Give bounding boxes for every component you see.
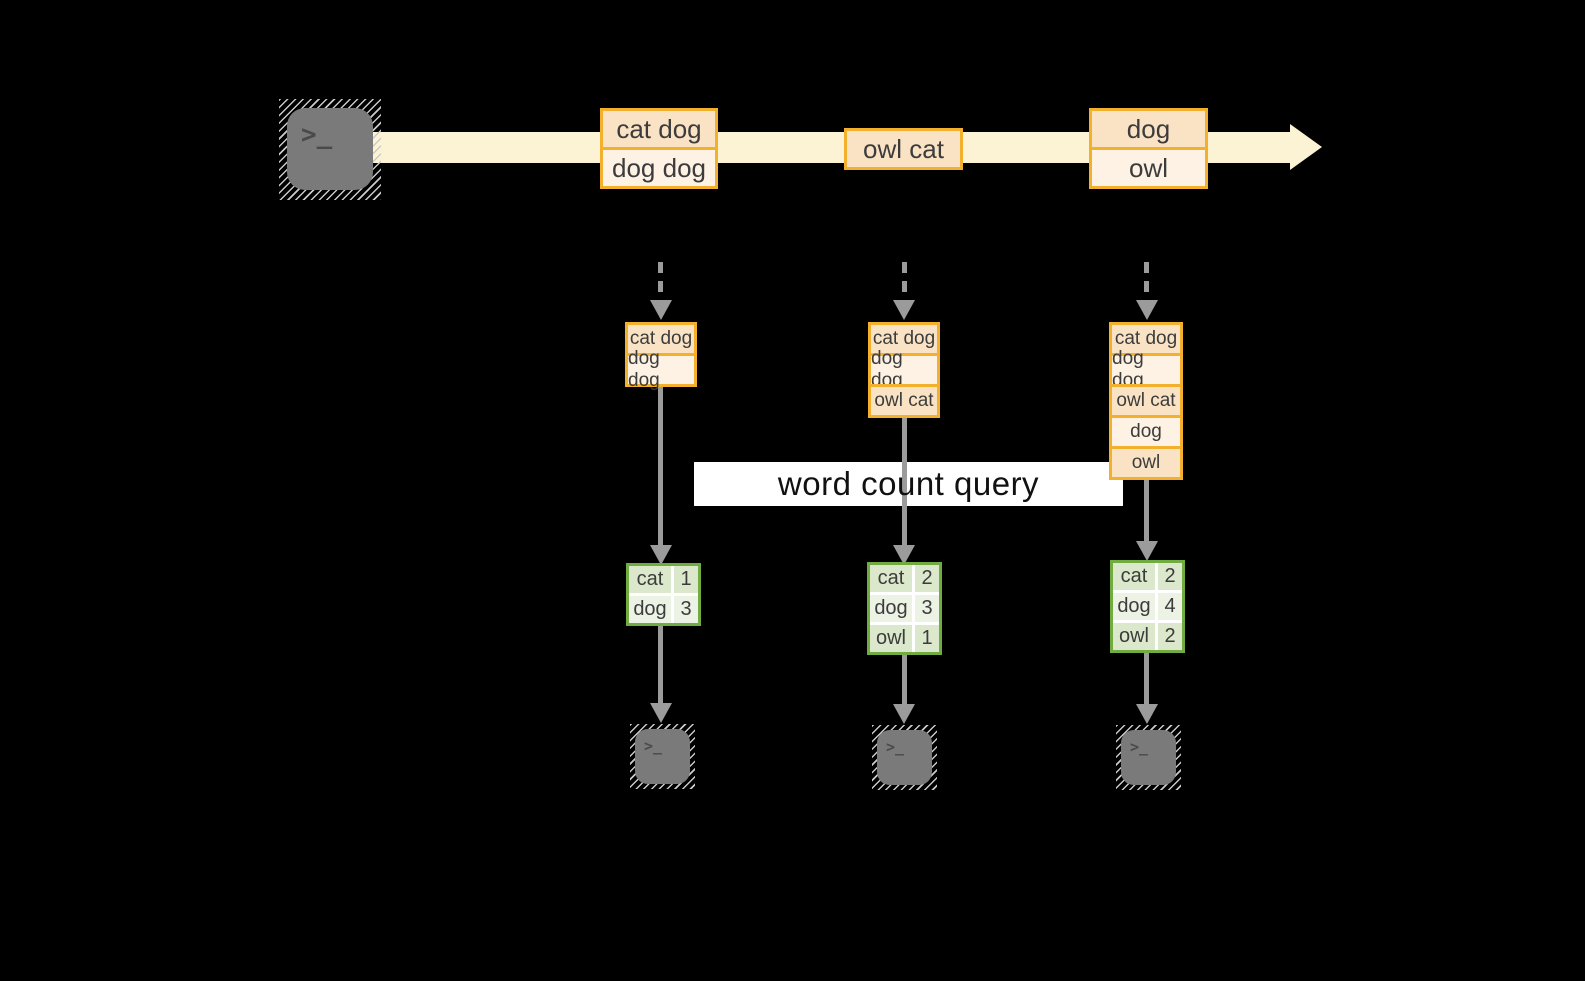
count-word-cell: cat xyxy=(1113,563,1155,590)
batch-item: owl cat xyxy=(847,131,960,167)
dashed-arrow-shaft xyxy=(658,262,663,302)
count-value-cell: 4 xyxy=(1158,593,1182,620)
source-terminal-icon: >_ xyxy=(287,108,373,190)
stream-batch-3: dog owl xyxy=(1089,108,1208,189)
batch-item: cat dog xyxy=(603,111,715,147)
sink-terminal-icon: >_ xyxy=(1121,730,1176,785)
source-terminal-hatch: >_ xyxy=(279,99,381,200)
stream-batch-1: cat dog dog dog xyxy=(600,108,718,189)
count-word-cell: owl xyxy=(870,625,912,652)
arrowhead-icon xyxy=(893,545,915,565)
query-label: word count query xyxy=(777,465,1040,502)
query-band xyxy=(694,462,1123,506)
count-value-cell: 2 xyxy=(1158,563,1182,590)
state-item: owl cat xyxy=(1112,384,1180,415)
stream-arrowhead-icon xyxy=(1290,124,1322,170)
arrow-shaft xyxy=(1144,653,1149,705)
sink-terminal-hatch: >_ xyxy=(1116,725,1181,790)
count-word-cell: cat xyxy=(870,565,912,592)
state-stack-2: cat dog dog dog owl cat xyxy=(868,322,940,418)
arrow-shaft xyxy=(658,387,663,545)
state-item: dog dog xyxy=(871,348,937,391)
arrow-shaft xyxy=(902,655,907,705)
dashed-arrowhead-icon xyxy=(1136,300,1158,320)
arrowhead-icon xyxy=(1136,704,1158,724)
batch-item: dog xyxy=(1092,111,1205,147)
count-table-3: cat 2 dog 4 owl 2 xyxy=(1110,560,1185,653)
state-item: cat dog xyxy=(871,325,937,353)
state-item: owl cat xyxy=(871,384,937,415)
count-table-2: cat 2 dog 3 owl 1 xyxy=(867,562,942,655)
state-item: dog xyxy=(1112,415,1180,446)
count-word-cell: cat xyxy=(629,566,671,593)
count-word-cell: dog xyxy=(629,596,671,623)
batch-item: dog dog xyxy=(603,147,715,186)
state-stack-3: cat dog dog dog owl cat dog owl xyxy=(1109,322,1183,480)
state-item: cat dog xyxy=(628,325,694,353)
state-item: dog dog xyxy=(628,348,694,391)
arrowhead-icon xyxy=(893,704,915,724)
state-item: owl xyxy=(1112,446,1180,477)
state-item: dog dog xyxy=(1112,348,1180,391)
sink-terminal-icon: >_ xyxy=(877,730,932,785)
dashed-arrow-shaft xyxy=(902,262,907,302)
count-word-cell: dog xyxy=(870,595,912,622)
count-value-cell: 3 xyxy=(915,595,939,622)
state-item: cat dog xyxy=(1112,325,1180,353)
count-table-1: cat 1 dog 3 xyxy=(626,563,701,626)
arrowhead-icon xyxy=(1136,541,1158,561)
count-value-cell: 3 xyxy=(674,596,698,623)
batch-item: owl xyxy=(1092,147,1205,186)
arrowhead-icon xyxy=(650,545,672,565)
state-stack-1: cat dog dog dog xyxy=(625,322,697,391)
arrowhead-icon xyxy=(650,703,672,723)
arrow-shaft xyxy=(658,626,663,704)
dashed-arrow-shaft xyxy=(1144,262,1149,302)
arrow-shaft xyxy=(1144,480,1149,542)
count-value-cell: 1 xyxy=(915,625,939,652)
count-value-cell: 2 xyxy=(1158,623,1182,650)
sink-terminal-hatch: >_ xyxy=(630,724,695,789)
dashed-arrowhead-icon xyxy=(893,300,915,320)
count-value-cell: 1 xyxy=(674,566,698,593)
arrow-shaft xyxy=(902,418,907,545)
count-value-cell: 2 xyxy=(915,565,939,592)
sink-terminal-icon: >_ xyxy=(635,729,690,784)
count-word-cell: owl xyxy=(1113,623,1155,650)
stream-batch-2: owl cat xyxy=(844,128,963,170)
sink-terminal-hatch: >_ xyxy=(872,725,937,790)
dashed-arrowhead-icon xyxy=(650,300,672,320)
count-word-cell: dog xyxy=(1113,593,1155,620)
